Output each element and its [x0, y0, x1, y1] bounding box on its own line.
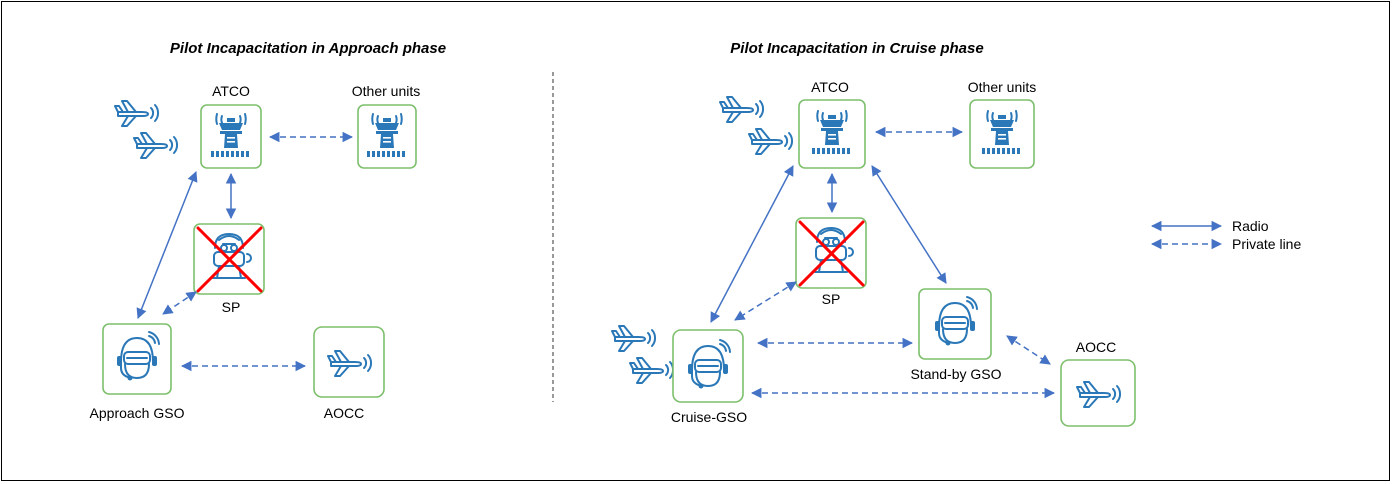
- other-units-label: Other units: [968, 79, 1036, 95]
- other-units-node[interactable]: [969, 99, 1035, 169]
- aocc-label: AOCC: [324, 405, 364, 421]
- radio-link: [871, 165, 947, 284]
- atco-label: ATCO: [212, 83, 250, 99]
- sp-label: SP: [822, 291, 841, 307]
- airplane-icon: [611, 325, 657, 352]
- legend-radio-label: Radio: [1232, 218, 1269, 234]
- airplane-icon: [114, 100, 160, 127]
- private-line-link: [1006, 335, 1051, 365]
- legend: Radio Private line: [1150, 218, 1301, 252]
- approach-panel-title: Pilot Incapacitation in Approach phase: [170, 40, 446, 57]
- airplane-icon: [629, 357, 675, 384]
- standby-gso-node[interactable]: [918, 288, 992, 360]
- atco-node[interactable]: [798, 99, 866, 169]
- sp-node[interactable]: [193, 223, 265, 295]
- airplane-icon: [748, 128, 794, 155]
- aocc-node[interactable]: [1060, 359, 1136, 427]
- radio-link: [710, 165, 794, 323]
- standby-gso-label: Stand-by GSO: [910, 366, 1001, 382]
- approach-gso-label: Approach GSO: [90, 405, 185, 421]
- atco-label: ATCO: [811, 79, 849, 95]
- cruise-gso-label: Cruise-GSO: [671, 409, 747, 425]
- legend-private-line-label: Private line: [1232, 236, 1301, 252]
- cruise-panel-title: Pilot Incapacitation in Cruise phase: [730, 40, 983, 57]
- sp-label: SP: [222, 299, 241, 315]
- cruise-gso-node[interactable]: [672, 329, 744, 403]
- atco-node[interactable]: [200, 104, 262, 169]
- airplane-icon: [719, 96, 765, 123]
- other-units-node[interactable]: [357, 104, 417, 169]
- radio-link: [136, 171, 198, 319]
- sp-node[interactable]: [795, 217, 867, 289]
- airplane-icon: [133, 132, 179, 159]
- approach-gso-node[interactable]: [102, 323, 172, 395]
- other-units-label: Other units: [352, 83, 420, 99]
- aocc-label: AOCC: [1076, 339, 1116, 355]
- private-line-link: [734, 281, 797, 321]
- aocc-node[interactable]: [313, 326, 385, 398]
- private-line-link: [162, 291, 197, 315]
